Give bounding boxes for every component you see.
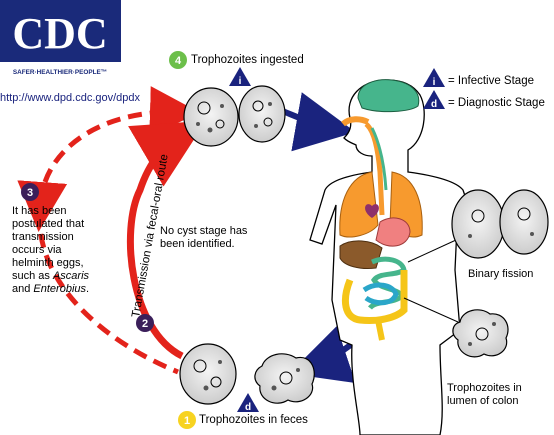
esophagus-shape xyxy=(364,122,385,216)
diagnostic-stage-marker-feces: d xyxy=(237,393,259,413)
transverse-colon-shape xyxy=(362,282,399,306)
step-3-line-7-text: and xyxy=(12,283,34,295)
enterobius-name: Enterobius xyxy=(33,283,87,295)
step-3-line-3: transmission xyxy=(12,231,74,243)
brain-shape xyxy=(357,79,420,113)
step-3-badge: 3 xyxy=(21,183,39,201)
legend-infective-icon xyxy=(423,68,445,87)
legend-diagnostic-label: = Diagnostic Stage xyxy=(448,97,545,109)
step-1-label: Trophozoites in feces xyxy=(199,414,308,426)
step-3-line-4: occurs via xyxy=(12,244,62,256)
lumen-label-line-2: lumen of colon xyxy=(447,395,519,407)
rectum-shape xyxy=(375,319,385,341)
left-lung-shape xyxy=(339,171,379,238)
step-1-number: 1 xyxy=(184,415,190,427)
step-2-number: 2 xyxy=(142,318,148,330)
colon-shape xyxy=(341,270,408,324)
legend-diagnostic: d = Diagnostic Stage xyxy=(423,90,545,110)
legend-infective-symbol: i xyxy=(433,77,436,88)
infective-stage-marker-ingested: i xyxy=(229,67,251,87)
cdc-logo: CDC SAFER·HEALTHIER·PEOPLE™ xyxy=(0,0,121,76)
ingestion-arrow xyxy=(278,92,356,152)
step-3-line-6: such as Ascaris xyxy=(12,270,122,283)
step-2-badge: 2 xyxy=(136,314,154,332)
liver-shape xyxy=(339,240,383,269)
mouth-shape xyxy=(341,116,370,127)
ingested-trophozoite-left xyxy=(183,87,239,147)
cdc-logo-background xyxy=(0,0,121,62)
cdc-logo-text: CDC xyxy=(12,9,107,58)
step-3-line-5: helminth eggs, xyxy=(12,257,84,269)
feces-trophozoite-left xyxy=(179,343,237,405)
cdc-logo-tagline: SAFER·HEALTHIER·PEOPLE™ xyxy=(13,69,107,76)
dashed-arrow-from-feces xyxy=(17,180,179,375)
step-3-line-1: It has been xyxy=(12,205,67,217)
legend-diagnostic-symbol: d xyxy=(431,99,437,110)
legend-infective: i = Infective Stage xyxy=(423,68,534,88)
step-4-number: 4 xyxy=(175,55,182,67)
step-3-line-2: postulated that xyxy=(12,218,85,230)
step-1-badge: 1 xyxy=(178,411,196,429)
legend-diagnostic-icon xyxy=(423,90,445,109)
pointer-line-lumen xyxy=(403,297,459,323)
stomach-shape xyxy=(375,217,411,247)
pointer-line-binary-fission xyxy=(407,239,457,263)
step-4-badge: 4 xyxy=(169,51,187,69)
step-4-label: Trophozoites ingested xyxy=(191,54,304,66)
feces-trophozoite-right xyxy=(254,353,315,404)
binary-fission-cell xyxy=(451,189,549,259)
no-cyst-note-line-2: been identified. xyxy=(160,238,235,250)
lumen-trophozoite xyxy=(452,309,509,358)
heart-shape xyxy=(365,204,379,218)
step-3-number: 3 xyxy=(27,187,33,199)
step-3-line-7-end: . xyxy=(86,283,90,295)
human-figure xyxy=(309,79,481,435)
infective-marker-letter: i xyxy=(239,76,242,87)
legend-infective-label: = Infective Stage xyxy=(448,75,534,87)
step-3-description: It has been postulated that transmission… xyxy=(12,205,122,296)
body-outline xyxy=(309,79,481,435)
ascaris-name: Ascaris xyxy=(52,270,90,282)
ingested-trophozoite-right xyxy=(238,85,286,143)
dashed-arrow-to-ingestion xyxy=(42,86,200,183)
trachea-shape xyxy=(370,127,388,191)
diagnostic-marker-letter: d xyxy=(245,402,251,413)
step-3-line-7: and Enterobius. xyxy=(12,283,122,296)
lumen-label-line-1: Trophozoites in xyxy=(447,382,522,394)
no-cyst-note: No cyst stage has been identified. xyxy=(160,225,247,251)
step-3-line-6-text: such as xyxy=(12,270,53,282)
no-cyst-note-line-1: No cyst stage has xyxy=(160,225,248,237)
binary-fission-label: Binary fission xyxy=(468,268,534,280)
lumen-label: Trophozoites in lumen of colon xyxy=(447,382,522,408)
cdc-url[interactable]: http://www.dpd.cdc.gov/dpdx xyxy=(0,92,141,104)
